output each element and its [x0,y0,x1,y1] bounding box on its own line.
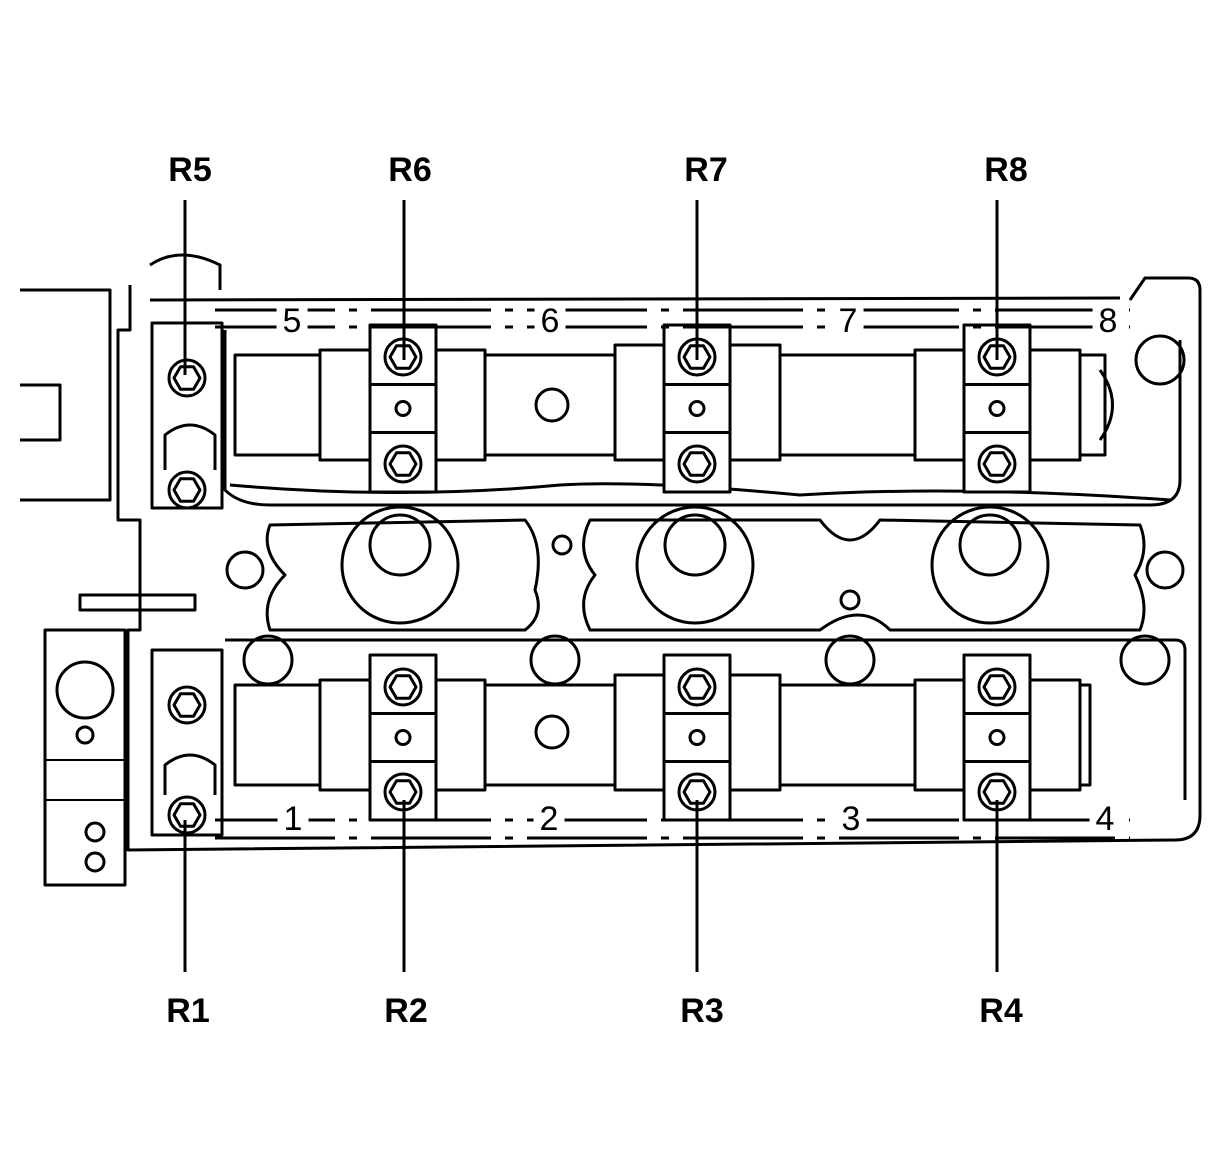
journal-number-7: 7 [832,304,864,338]
journal-number-1: 1 [277,802,309,836]
cap-label-r1: R1 [166,992,210,1030]
cylinder-head-outline [116,276,1202,852]
journal-number-6: 6 [534,304,566,338]
cap-label-r8: R8 [984,151,1028,189]
cap-label-r7: R7 [684,151,728,189]
journal-number-3: 3 [835,802,867,836]
journal-number-4: 4 [1089,802,1121,836]
front-cover-block [43,628,127,887]
cover-boss [20,383,62,442]
head-bolt [1145,550,1185,590]
leader-lines [183,200,999,972]
journal-number-2: 2 [533,802,565,836]
spark-plug-wells [340,505,1050,625]
timing-cover-edge [20,288,112,502]
journal-number-5: 5 [276,304,308,338]
head-bolt [225,550,265,590]
cap-label-r3: R3 [680,992,724,1030]
head-top-edge [149,296,1121,302]
journal-number-8: 8 [1092,304,1124,338]
lower-cam-tray [225,638,1187,800]
cap-label-r6: R6 [388,151,432,189]
cap-label-r4: R4 [979,992,1023,1030]
cover-flange [78,593,197,612]
cap-label-r2: R2 [384,992,428,1030]
upper-cam-tray [223,330,1182,507]
cover-bolt-head [55,660,115,720]
spark-plug-gallery [265,518,540,632]
cap-label-r5: R5 [168,151,212,189]
